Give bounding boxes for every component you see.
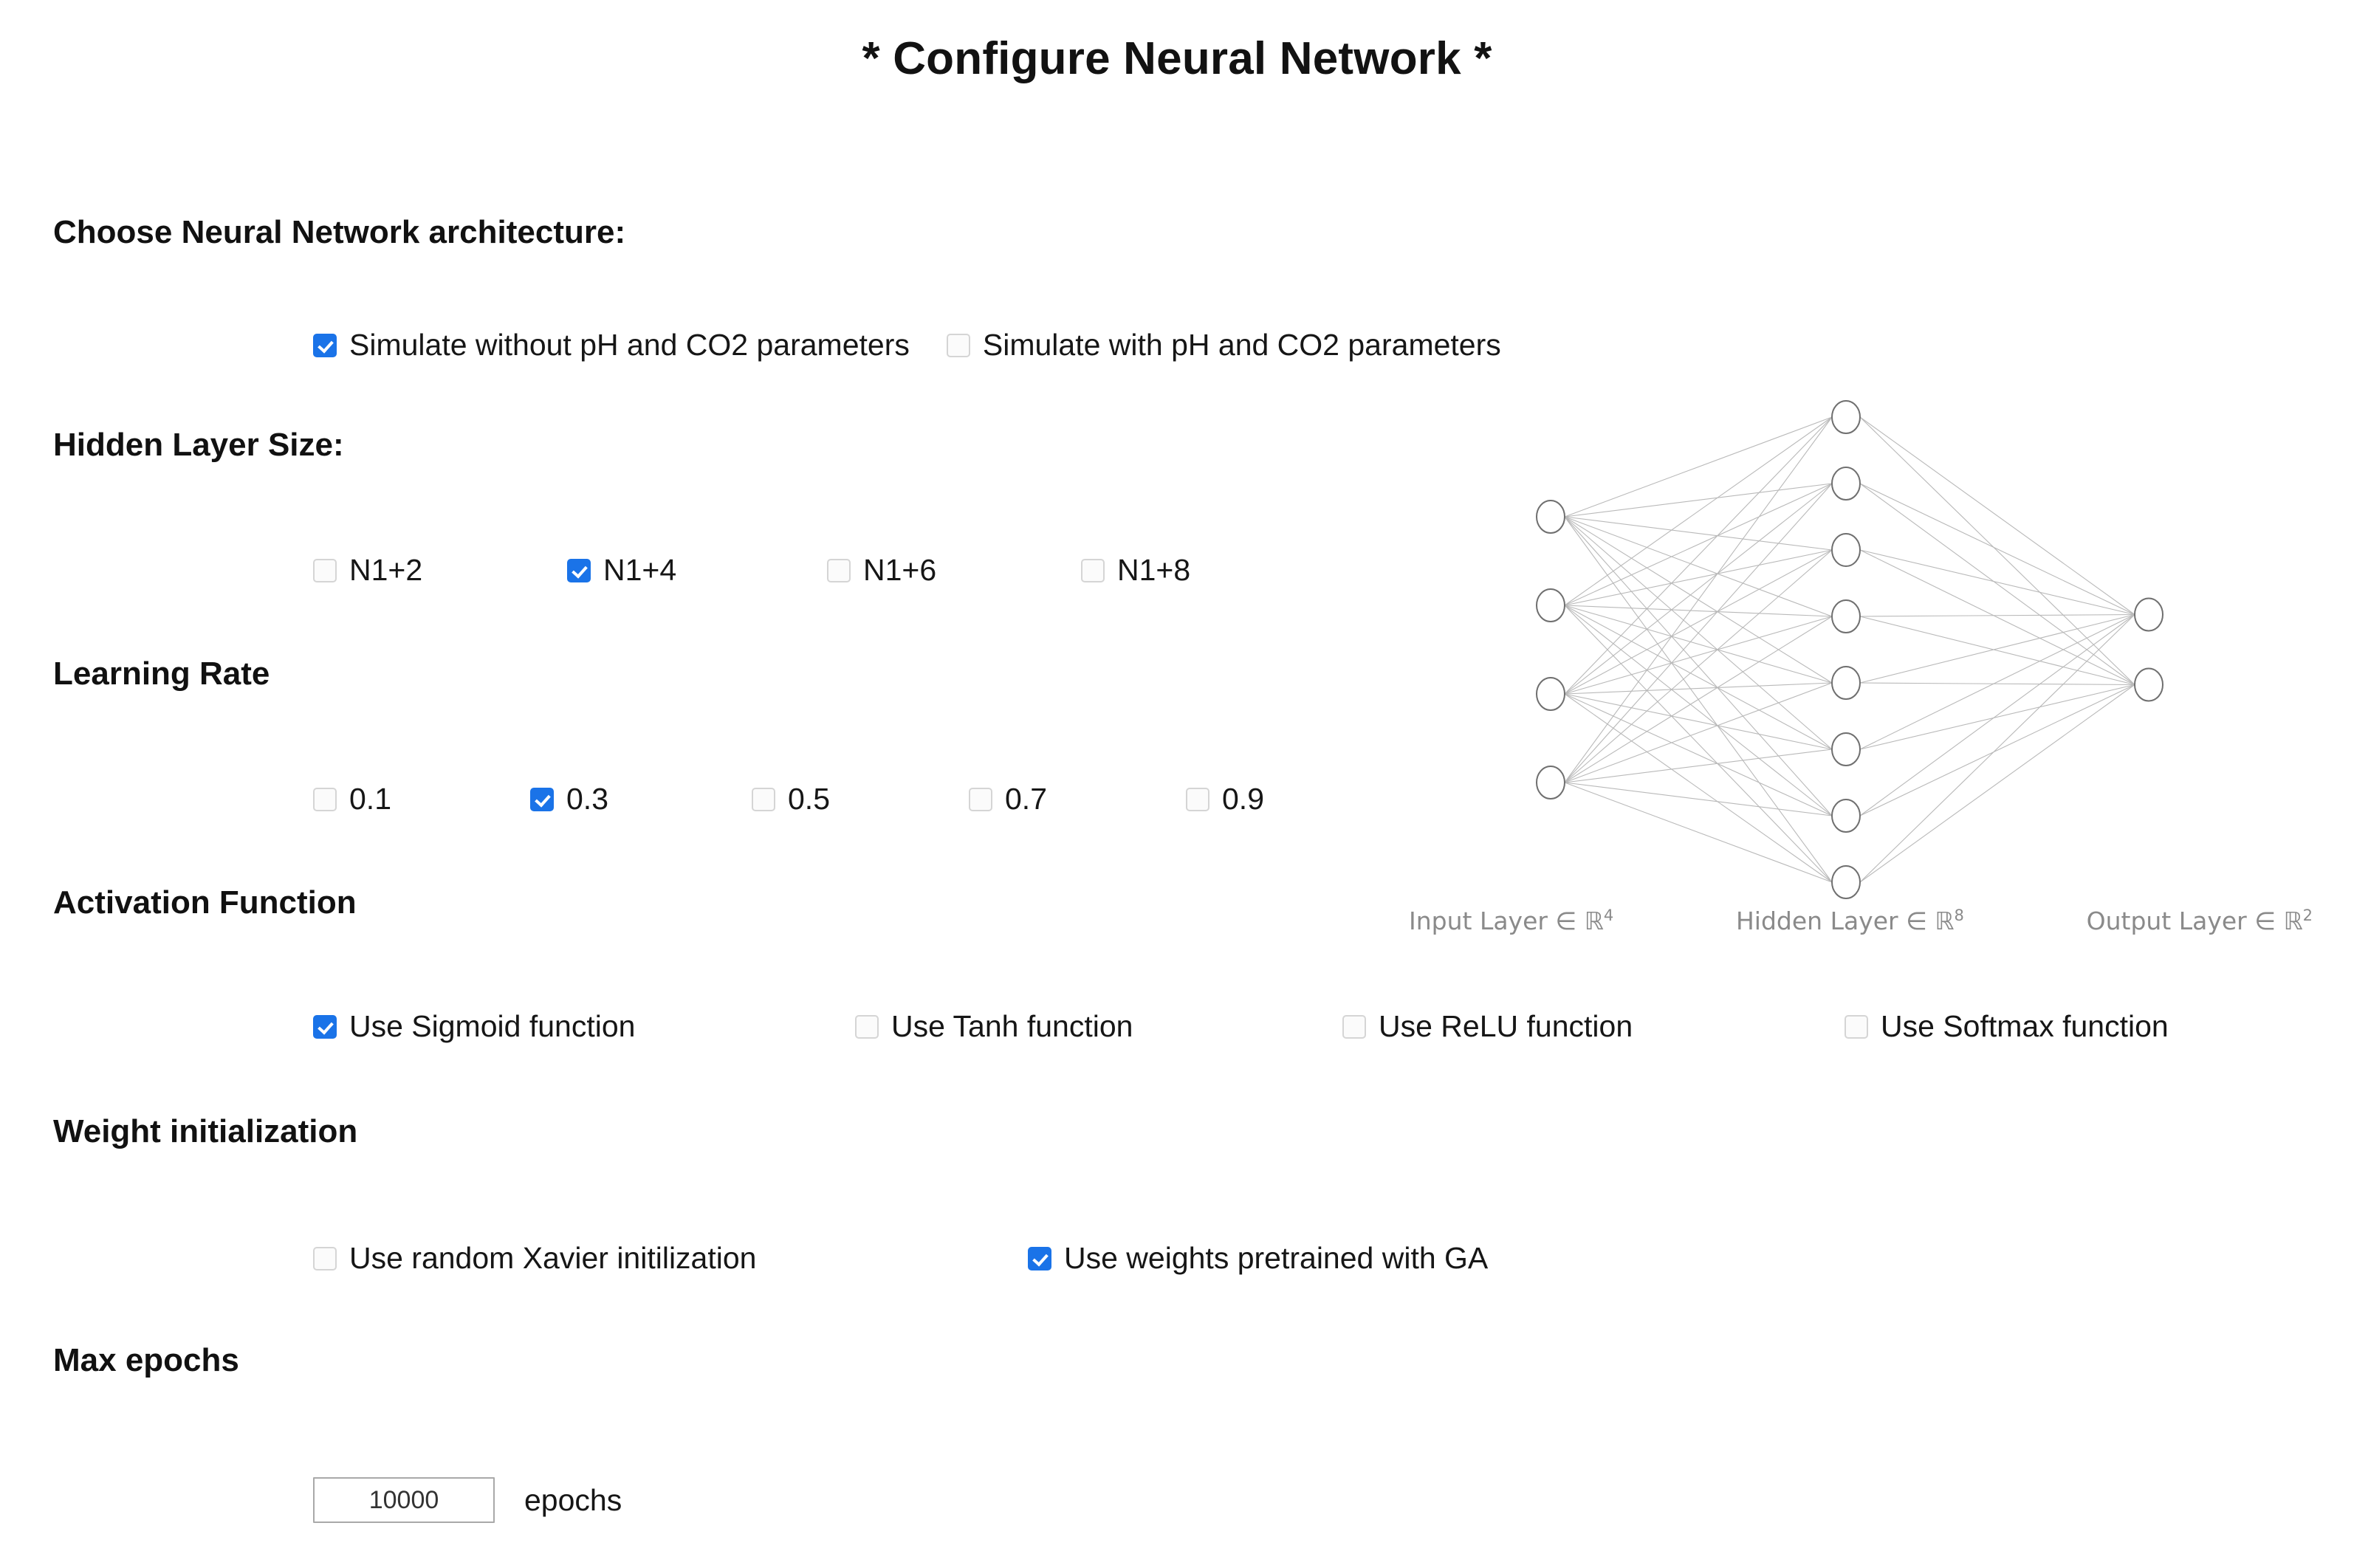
option-lr-0-1[interactable]: 0.1 bbox=[313, 784, 530, 814]
activation-function-options-row: Use Sigmoid function Use Tanh function U… bbox=[313, 1011, 2169, 1042]
section-heading-weight-initialization: Weight initialization bbox=[53, 1113, 358, 1149]
learning-rate-options-row: 0.1 0.3 0.5 0.7 0.9 bbox=[313, 784, 1264, 814]
checkbox-unchecked-icon[interactable] bbox=[1186, 787, 1209, 811]
network-node bbox=[1536, 500, 1565, 534]
network-node bbox=[1831, 400, 1861, 434]
page-title: * Configure Neural Network * bbox=[862, 33, 1492, 84]
option-lr-0-9[interactable]: 0.9 bbox=[1186, 784, 1264, 814]
network-node bbox=[2134, 597, 2163, 632]
input-layer-label: Input Layer ∈ ℝ4 bbox=[1409, 907, 1613, 935]
section-heading-max-epochs: Max epochs bbox=[53, 1342, 239, 1378]
checkbox-unchecked-icon[interactable] bbox=[946, 333, 970, 357]
option-lr-0-7[interactable]: 0.7 bbox=[969, 784, 1186, 814]
option-label: 0.1 bbox=[349, 782, 391, 816]
network-node bbox=[1831, 732, 1861, 766]
checkbox-checked-icon[interactable] bbox=[530, 787, 554, 811]
option-label: Simulate without pH and CO2 parameters bbox=[349, 328, 910, 362]
section-heading-hidden-layer-size: Hidden Layer Size: bbox=[53, 427, 344, 463]
option-n1-plus-6[interactable]: N1+6 bbox=[827, 555, 1081, 585]
option-simulate-without-ph-co2[interactable]: Simulate without pH and CO2 parameters bbox=[313, 330, 910, 360]
checkbox-unchecked-icon[interactable] bbox=[969, 787, 992, 811]
option-lr-0-3[interactable]: 0.3 bbox=[530, 784, 752, 814]
checkbox-unchecked-icon[interactable] bbox=[1081, 558, 1105, 582]
option-label: N1+8 bbox=[1117, 553, 1191, 587]
network-edges bbox=[1564, 416, 2135, 883]
checkbox-unchecked-icon[interactable] bbox=[827, 558, 851, 582]
checkbox-unchecked-icon[interactable] bbox=[855, 1014, 879, 1039]
option-pretrained-ga[interactable]: Use weights pretrained with GA bbox=[1028, 1243, 1488, 1273]
input-layer-dim: 4 bbox=[1603, 907, 1614, 924]
network-node bbox=[1831, 799, 1861, 833]
network-node bbox=[1831, 666, 1861, 700]
option-label: Use Sigmoid function bbox=[349, 1009, 636, 1043]
hidden-layer-dim: 8 bbox=[1954, 907, 1964, 924]
output-layer-label-text: Output Layer ∈ ℝ bbox=[2086, 907, 2303, 935]
neural-network-svg bbox=[1536, 400, 2163, 899]
section-heading-learning-rate: Learning Rate bbox=[53, 656, 270, 692]
hidden-layer-label: Hidden Layer ∈ ℝ8 bbox=[1736, 907, 1964, 935]
option-lr-0-5[interactable]: 0.5 bbox=[752, 784, 969, 814]
max-epochs-row: epochs bbox=[313, 1477, 622, 1523]
input-layer-label-text: Input Layer ∈ ℝ bbox=[1409, 907, 1604, 935]
network-node bbox=[1536, 677, 1565, 711]
max-epochs-unit-label: epochs bbox=[524, 1482, 622, 1517]
checkbox-checked-icon[interactable] bbox=[1028, 1246, 1051, 1270]
checkbox-checked-icon[interactable] bbox=[567, 558, 591, 582]
output-layer-label: Output Layer ∈ ℝ2 bbox=[2087, 907, 2313, 935]
weight-initialization-options-row: Use random Xavier initilization Use weig… bbox=[313, 1243, 1488, 1273]
neural-network-diagram bbox=[1373, 384, 2348, 915]
checkbox-unchecked-icon[interactable] bbox=[313, 558, 337, 582]
network-node bbox=[1831, 599, 1861, 633]
option-label: N1+6 bbox=[863, 553, 937, 587]
option-use-relu[interactable]: Use ReLU function bbox=[1342, 1011, 1845, 1042]
network-node bbox=[1536, 766, 1565, 800]
network-node bbox=[1831, 533, 1861, 567]
network-node bbox=[2134, 667, 2163, 702]
section-heading-architecture: Choose Neural Network architecture: bbox=[53, 214, 626, 250]
option-label: 0.9 bbox=[1222, 782, 1264, 816]
output-layer-dim: 2 bbox=[2302, 907, 2313, 924]
option-label: 0.5 bbox=[788, 782, 830, 816]
option-label: Use random Xavier initilization bbox=[349, 1241, 757, 1275]
network-node bbox=[1831, 467, 1861, 501]
option-label: Simulate with pH and CO2 parameters bbox=[982, 328, 1501, 362]
max-epochs-input[interactable] bbox=[313, 1477, 495, 1523]
option-simulate-with-ph-co2[interactable]: Simulate with pH and CO2 parameters bbox=[946, 328, 1501, 362]
option-n1-plus-2[interactable]: N1+2 bbox=[313, 555, 567, 585]
checkbox-checked-icon[interactable] bbox=[313, 1014, 337, 1039]
option-label: Use ReLU function bbox=[1379, 1009, 1633, 1043]
option-random-xavier[interactable]: Use random Xavier initilization bbox=[313, 1243, 1028, 1273]
option-use-softmax[interactable]: Use Softmax function bbox=[1845, 1011, 2169, 1042]
option-n1-plus-4[interactable]: N1+4 bbox=[567, 555, 827, 585]
option-label: 0.7 bbox=[1005, 782, 1047, 816]
checkbox-unchecked-icon[interactable] bbox=[313, 1246, 337, 1270]
option-label: N1+4 bbox=[603, 553, 677, 587]
option-label: Use weights pretrained with GA bbox=[1064, 1241, 1489, 1275]
option-label: Use Softmax function bbox=[1881, 1009, 2169, 1043]
option-use-tanh[interactable]: Use Tanh function bbox=[855, 1011, 1342, 1042]
option-label: N1+2 bbox=[349, 553, 423, 587]
checkbox-unchecked-icon[interactable] bbox=[313, 787, 337, 811]
hidden-layer-size-options-row: N1+2 N1+4 N1+6 N1+8 bbox=[313, 555, 1190, 585]
hidden-layer-label-text: Hidden Layer ∈ ℝ bbox=[1735, 907, 1955, 935]
network-nodes bbox=[1536, 400, 2163, 899]
architecture-options-row: Simulate without pH and CO2 parameters S… bbox=[313, 330, 1501, 360]
neural-network-layer-labels: Input Layer ∈ ℝ4 Hidden Layer ∈ ℝ8 Outpu… bbox=[1373, 907, 2348, 935]
checkbox-unchecked-icon[interactable] bbox=[1845, 1014, 1868, 1039]
network-node bbox=[1536, 588, 1565, 622]
checkbox-checked-icon[interactable] bbox=[313, 333, 337, 357]
option-label: Use Tanh function bbox=[891, 1009, 1133, 1043]
section-heading-activation-function: Activation Function bbox=[53, 884, 357, 921]
checkbox-unchecked-icon[interactable] bbox=[752, 787, 775, 811]
option-n1-plus-8[interactable]: N1+8 bbox=[1081, 555, 1190, 585]
option-label: 0.3 bbox=[566, 782, 608, 816]
network-node bbox=[1831, 865, 1861, 899]
checkbox-unchecked-icon[interactable] bbox=[1342, 1014, 1366, 1039]
option-use-sigmoid[interactable]: Use Sigmoid function bbox=[313, 1011, 855, 1042]
